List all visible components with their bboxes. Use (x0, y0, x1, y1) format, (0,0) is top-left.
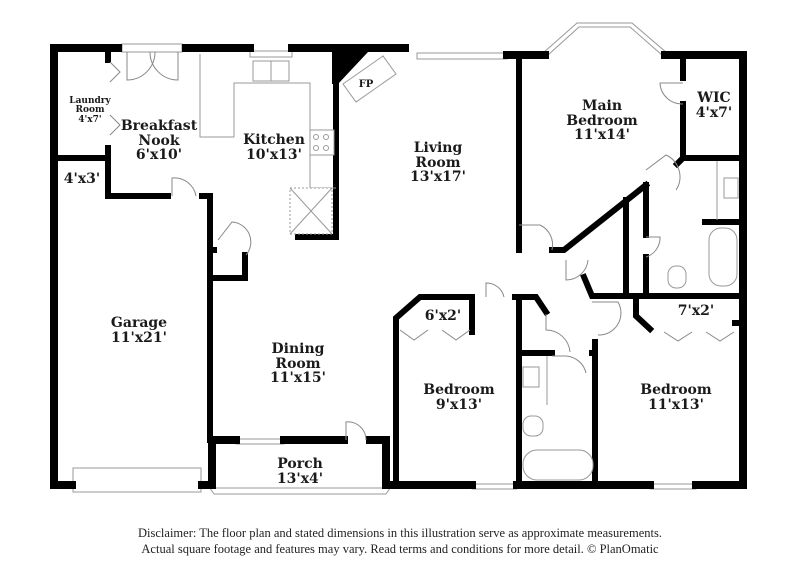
room-label-wic: WIC 4'x7' (696, 91, 732, 120)
room-dimensions: 7'x2' (677, 303, 715, 319)
interior-walls (53, 47, 744, 488)
room-name: Breakfast (120, 118, 198, 134)
room-name: Bedroom (566, 112, 638, 129)
room-name: Laundry (69, 96, 111, 106)
room-label-dining-room: Dining Room 11'x15' (270, 342, 326, 386)
room-dimensions: 6'x2' (424, 308, 462, 324)
room-label-garage: Garage 11'x21' (111, 316, 167, 345)
room-dimensions: 4'x7' (78, 114, 102, 125)
room-name: Dining (271, 341, 325, 357)
room-label-bedroom-3: Bedroom 11'x13' (640, 383, 711, 412)
room-label-breakfast-nook: Breakfast Nook 6'x10' (121, 119, 197, 163)
room-dimensions: 4'x3' (63, 171, 101, 187)
exterior-walls (50, 44, 747, 489)
windows (72, 22, 697, 495)
room-name: Living (413, 140, 463, 156)
fixtures (199, 54, 739, 481)
disclaimer: Disclaimer: The floor plan and stated di… (0, 525, 800, 557)
doors (109, 51, 735, 441)
room-label-kitchen: Kitchen 10'x13' (243, 133, 305, 162)
room-name: Bedroom (423, 382, 495, 398)
room-name: Porch (277, 456, 323, 472)
room-name: WIC (697, 90, 731, 106)
room-name: Nook (138, 132, 180, 149)
room-name: Room (275, 355, 321, 372)
room-dimensions: 11'x13' (648, 396, 704, 413)
room-dimensions: 6'x10' (135, 147, 183, 164)
room-label-living-room: Living Room 13'x17' (410, 141, 466, 185)
room-name: Main (581, 98, 623, 114)
room-dimensions: 13'x4' (276, 470, 324, 487)
room-name: Room (75, 105, 105, 116)
room-name: Bedroom (640, 382, 712, 398)
room-name: Room (415, 154, 461, 171)
room-dimensions: 13'x17' (410, 169, 466, 186)
room-dimensions: 4'x7' (695, 104, 733, 121)
room-dimensions: 9'x13' (435, 396, 483, 413)
room-dimensions: 11'x14' (574, 127, 630, 144)
room-label-bedroom-2: Bedroom 9'x13' (423, 383, 494, 412)
room-label-closet-2: 6'x2' (425, 309, 461, 324)
room-label-laundry: Laundry Room 4'x7' (69, 96, 111, 125)
room-dimensions: 11'x21' (111, 329, 167, 346)
room-label-closet-3: 7'x2' (678, 304, 714, 319)
room-name: Kitchen (243, 132, 305, 148)
disclaimer-line: Actual square footage and features may v… (141, 542, 659, 556)
room-dimensions: 10'x13' (246, 146, 302, 163)
disclaimer-line: Disclaimer: The floor plan and stated di… (138, 526, 662, 540)
fireplace-label: FP (358, 79, 374, 90)
room-label-main-bedroom: Main Bedroom 11'x14' (566, 99, 637, 143)
room-label-porch: Porch 13'x4' (277, 457, 323, 486)
room-dimensions: 11'x15' (270, 370, 326, 387)
room-label-storage: 4'x3' (64, 172, 100, 187)
room-name: Garage (110, 315, 168, 331)
